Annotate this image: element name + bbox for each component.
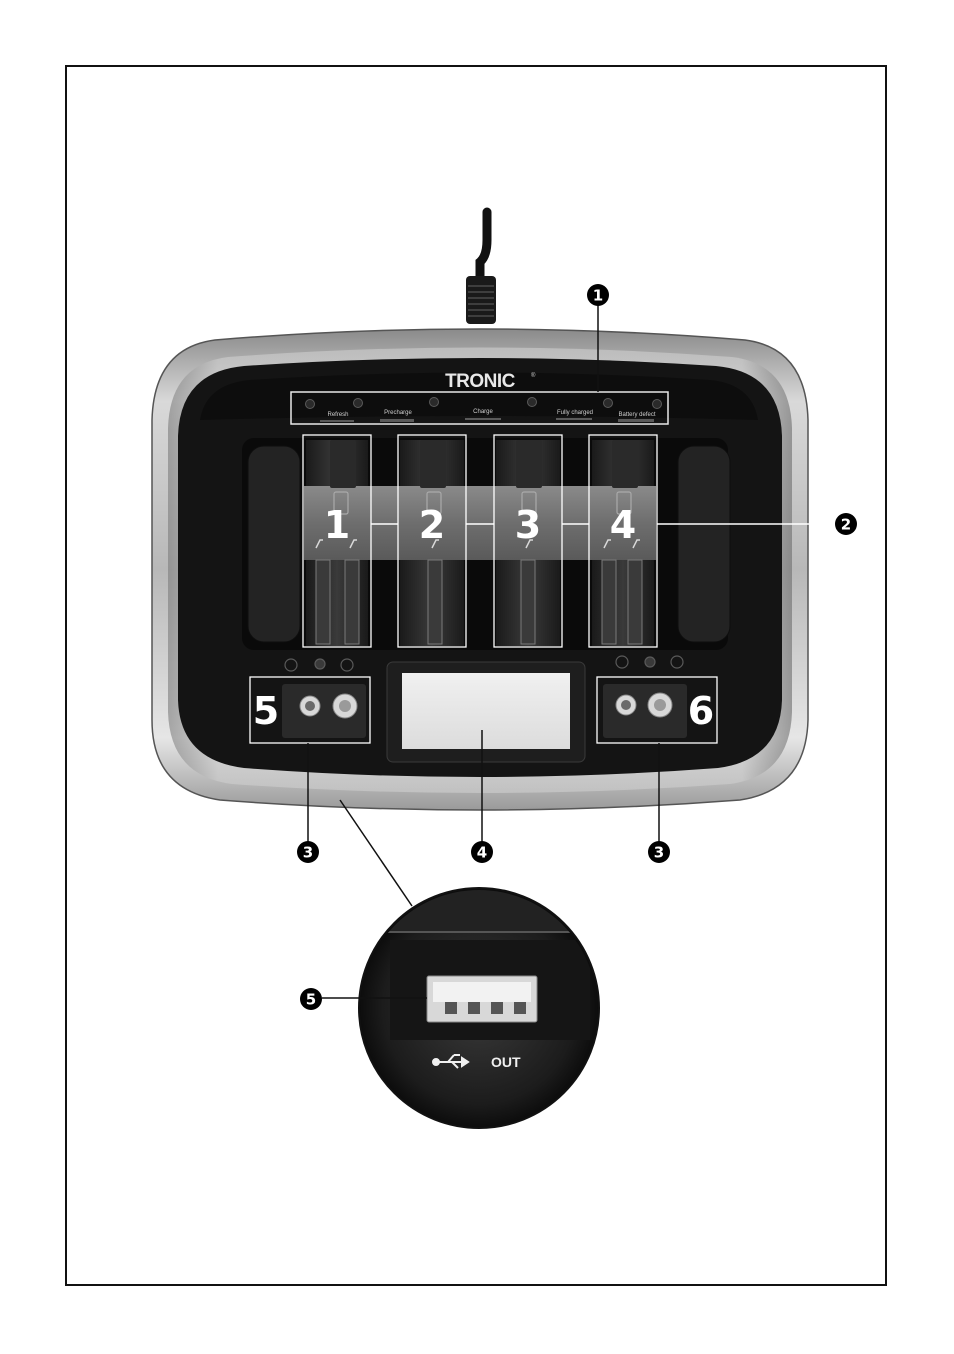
led-label-refresh: Refresh <box>327 412 348 418</box>
svg-text:1: 1 <box>593 287 603 305</box>
terminal-6-number: 6 <box>688 689 714 733</box>
callout-3-right-badge: 3 <box>648 841 670 863</box>
slot-2-number: 2 <box>419 503 445 547</box>
svg-text:3: 3 <box>654 844 664 862</box>
slot-4-outline <box>588 434 658 648</box>
polarity-markers <box>284 655 684 672</box>
slot-1-number: 1 <box>324 503 350 547</box>
svg-text:5: 5 <box>306 991 316 1009</box>
usb-symbol-icon <box>432 1054 470 1069</box>
callout-badges: 1 2 3 3 4 5 <box>297 284 857 1010</box>
brand-registered-mark: ® <box>531 372 536 379</box>
callout-4-badge: 4 <box>471 841 493 863</box>
usb-port-inset: OUT <box>322 887 600 1129</box>
battery-bay <box>242 438 731 650</box>
led-extra-icon <box>652 399 662 409</box>
led-battery-defect-icon <box>603 398 613 408</box>
led-label-precharge: Precharge <box>384 410 412 416</box>
led-status-panel: Refresh Precharge Charge Fully charged B… <box>290 391 669 425</box>
led-fully-charged-icon <box>527 397 537 407</box>
callout-3-left-badge: 3 <box>297 841 319 863</box>
led-label-battery-defect: Battery defect <box>618 412 655 418</box>
led-label-fully-charged: Fully charged <box>557 410 593 416</box>
slot-2-outline <box>397 434 467 648</box>
brand-logo: TRONIC <box>445 371 516 392</box>
slot-4-number: 4 <box>610 503 636 547</box>
callout-1-badge: 1 <box>587 284 609 306</box>
svg-text:2: 2 <box>841 516 851 534</box>
slot-3-outline <box>493 434 563 648</box>
led-label-charge: Charge <box>473 409 493 415</box>
nine-volt-terminal-left: 5 <box>249 676 371 744</box>
callout-5-badge: 5 <box>300 988 322 1010</box>
usb-out-label: OUT <box>491 1054 521 1070</box>
slot-outlines: 1 2 3 4 <box>302 434 834 648</box>
slot-1-outline <box>302 434 372 648</box>
led-precharge-icon <box>353 398 363 408</box>
page-frame <box>65 65 887 1286</box>
nine-volt-terminal-right: 6 <box>596 676 718 744</box>
power-cable <box>466 207 496 324</box>
led-refresh-icon <box>305 399 315 409</box>
callout-leaders <box>307 305 660 907</box>
lcd-display <box>386 661 586 763</box>
callout-2-badge: 2 <box>835 513 857 535</box>
terminal-5-number: 5 <box>253 689 279 733</box>
svg-text:4: 4 <box>477 844 487 862</box>
slot-3-number: 3 <box>515 503 541 547</box>
svg-text:3: 3 <box>303 844 313 862</box>
led-charge-icon <box>429 397 439 407</box>
